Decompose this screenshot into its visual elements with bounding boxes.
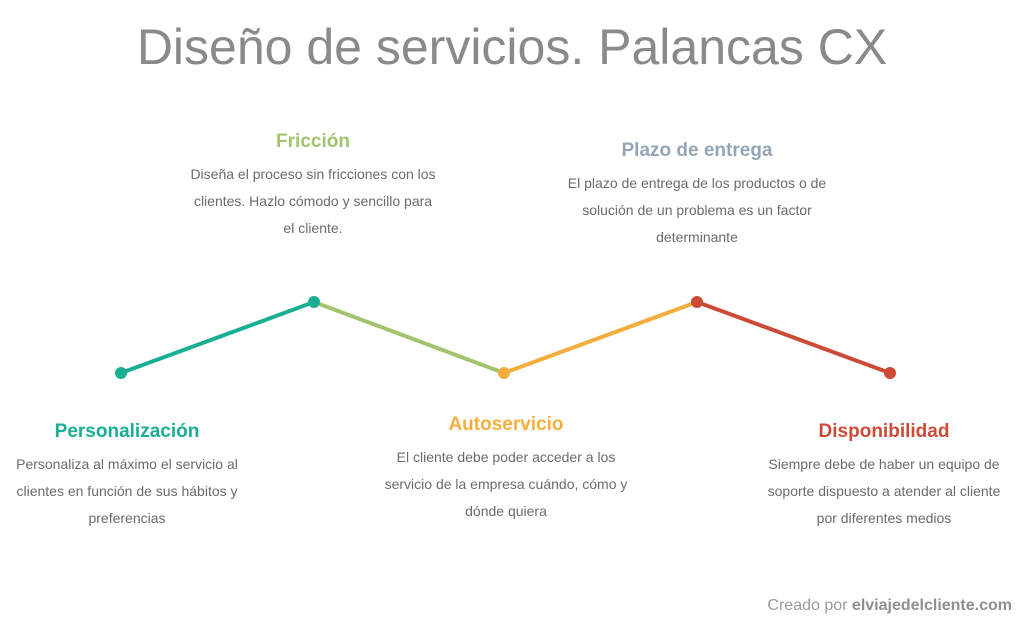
segment-4 [696, 300, 891, 375]
node-3 [498, 367, 510, 379]
item-text: El plazo de entrega de los productos o d… [567, 175, 827, 245]
item-personalizacion: Personalización Personaliza al máximo el… [0, 421, 254, 532]
item-text: Diseña el proceso sin fricciones con los… [190, 166, 436, 236]
item-title: Disponibilidad [818, 421, 950, 442]
footer-brand[interactable]: elviajedelcliente.com [851, 597, 1012, 614]
footer-credit: Creado por elviajedelcliente.com [767, 597, 1012, 615]
item-text: Siempre debe de haber un equipo de sopor… [767, 456, 1001, 526]
item-disponibilidad: Disponibilidad Siempre debe de haber un … [760, 421, 1008, 532]
footer-prefix: Creado por [767, 597, 848, 614]
node-1 [115, 367, 127, 379]
node-5 [884, 367, 896, 379]
item-title: Plazo de entrega [621, 140, 773, 161]
segment-2 [313, 300, 505, 375]
item-plazo-entrega: Plazo de entrega El plazo de entrega de … [563, 140, 831, 251]
segment-1 [120, 300, 315, 375]
item-text: Personaliza al máximo el servicio al cli… [16, 456, 238, 526]
item-title: Personalización [54, 421, 200, 442]
item-text: El cliente debe poder acceder a los serv… [384, 449, 628, 519]
segment-3 [503, 300, 698, 375]
item-title: Fricción [276, 131, 350, 152]
node-4 [691, 296, 703, 308]
item-friccion: Fricción Diseña el proceso sin friccione… [188, 131, 438, 242]
node-2 [308, 296, 320, 308]
item-title: Autoservicio [448, 414, 564, 435]
page-title: Diseño de servicios. Palancas CX [136, 19, 888, 75]
item-autoservicio: Autoservicio El cliente debe poder acced… [380, 414, 632, 525]
